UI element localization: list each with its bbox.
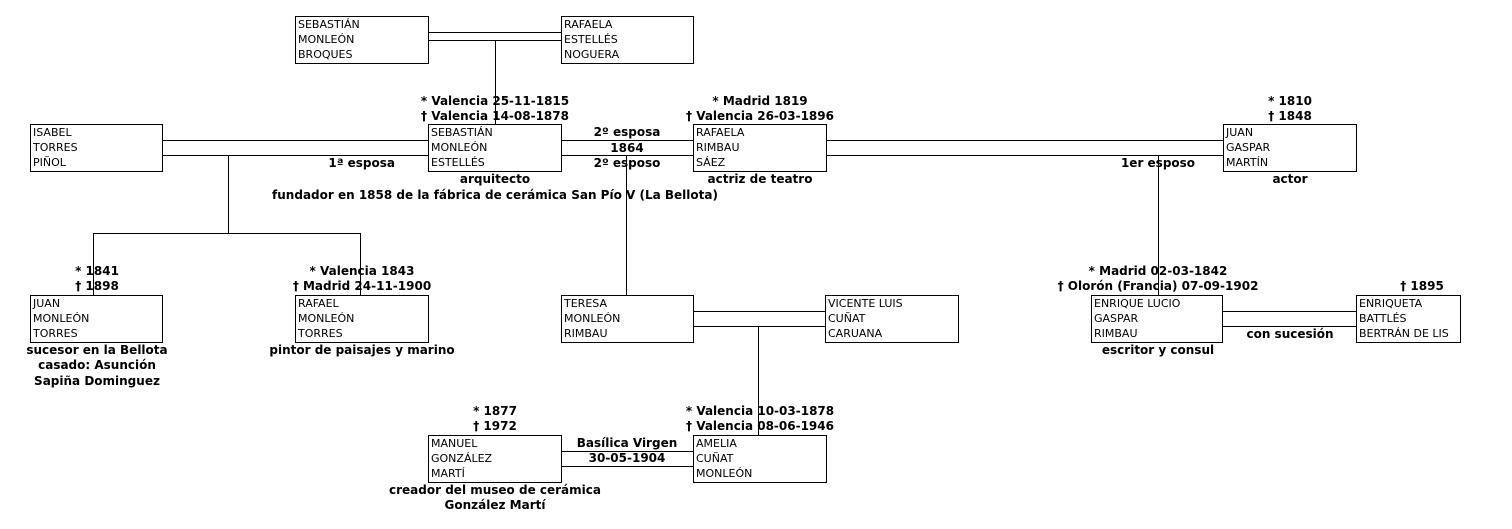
person-name: JUAN xyxy=(33,297,61,310)
person-name: ISABEL xyxy=(33,126,72,139)
person-juan-monleon-torres[interactable]: JUAN MONLEÓN TORRES xyxy=(30,295,163,343)
person-name: ESTELLÉS xyxy=(431,156,485,169)
marriage-place-label: Basílica Virgen xyxy=(576,436,678,450)
occupation-label: pintor de paisajes y marino xyxy=(269,343,455,357)
person-rafael-monleon-torres[interactable]: RAFAEL MONLEÓN TORRES xyxy=(295,295,429,343)
birth-label: * Madrid 1819 xyxy=(712,94,808,108)
person-name: MARTÍ xyxy=(431,467,465,480)
death-label: † Valencia 14-08-1878 xyxy=(421,109,569,123)
person-name: TERESA xyxy=(564,297,607,310)
death-label: † 1895 xyxy=(1400,279,1444,293)
person-juan-gaspar-martin[interactable]: JUAN GASPAR MARTÍN xyxy=(1223,124,1357,172)
person-name: RAFAELA xyxy=(564,18,613,31)
person-name: SÁEZ xyxy=(696,156,726,169)
note-label: creador del museo de cerámica xyxy=(389,483,601,497)
person-name: MONLEÓN xyxy=(696,467,753,480)
person-name: BATTLÉS xyxy=(1359,312,1407,325)
person-name: JUAN xyxy=(1226,126,1254,139)
person-name: RIMBAU xyxy=(696,141,740,154)
person-name: GONZÁLEZ xyxy=(431,452,493,465)
marriage-label: 2º esposo xyxy=(593,156,661,170)
person-name: BERTRÁN DE LIS xyxy=(1359,327,1449,340)
death-label: † Olorón (Francia) 07-09-1902 xyxy=(1057,279,1259,293)
marriage-label: 2º esposa xyxy=(593,125,661,139)
death-label: † Valencia 26-03-1896 xyxy=(686,109,834,123)
death-label: † 1972 xyxy=(473,419,517,433)
person-name: CUÑAT xyxy=(828,312,866,325)
person-name: GASPAR xyxy=(1094,312,1139,325)
death-label: † Valencia 08-06-1946 xyxy=(686,419,834,433)
person-name: TORRES xyxy=(298,327,343,340)
person-name: MANUEL xyxy=(431,437,478,450)
marriage-date-label: 1864 xyxy=(610,141,644,155)
person-enriqueta-battles-bertran[interactable]: ENRIQUETA BATTLÉS BERTRÁN DE LIS xyxy=(1356,295,1461,343)
note-label: Sapiña Dominguez xyxy=(34,374,160,388)
person-name: RIMBAU xyxy=(1094,327,1138,340)
birth-label: * Valencia 25-11-1815 xyxy=(420,94,570,108)
person-enrique-lucio-gaspar-rimbau[interactable]: ENRIQUE LUCIO GASPAR RIMBAU xyxy=(1091,295,1223,343)
note-label: fundador en 1858 de la fábrica de cerámi… xyxy=(272,188,718,202)
person-sebastian-monleon-estelles[interactable]: SEBASTIÁN MONLEÓN ESTELLÉS xyxy=(428,124,562,172)
marriage-label: 1ª esposa xyxy=(328,156,395,170)
person-name: NOGUERA xyxy=(564,48,620,61)
person-sebastian-monleon-broques[interactable]: SEBASTIÁN MONLEÓN BROQUES xyxy=(295,16,429,64)
birth-label: * 1841 xyxy=(75,264,119,278)
note-label: sucesor en la Bellota xyxy=(26,343,168,357)
person-manuel-gonzalez-marti[interactable]: MANUEL GONZÁLEZ MARTÍ xyxy=(428,435,562,483)
occupation-label: arquitecto xyxy=(459,172,531,186)
occupation-label: actor xyxy=(1272,172,1308,186)
person-name: GASPAR xyxy=(1226,141,1271,154)
person-name: TORRES xyxy=(33,141,78,154)
person-name: CARUANA xyxy=(828,327,883,340)
person-name: AMELIA xyxy=(696,437,737,450)
person-isabel-torres-pinol[interactable]: ISABEL TORRES PIÑOL xyxy=(30,124,163,172)
person-name: MONLEÓN xyxy=(564,312,621,325)
person-name: RIMBAU xyxy=(564,327,608,340)
note-label: casado: Asunción xyxy=(38,358,156,372)
birth-label: * Madrid 02-03-1842 xyxy=(1088,264,1228,278)
birth-label: * 1810 xyxy=(1268,94,1312,108)
death-label: † 1848 xyxy=(1268,109,1312,123)
person-name: MONLEÓN xyxy=(431,141,488,154)
occupation-label: escritor y consul xyxy=(1101,343,1215,357)
person-name: MARTÍN xyxy=(1226,156,1269,169)
person-name: ENRIQUE LUCIO xyxy=(1094,297,1181,310)
birth-label: * 1877 xyxy=(473,404,517,418)
person-name: PIÑOL xyxy=(33,156,66,169)
death-label: † Madrid 24-11-1900 xyxy=(292,279,432,293)
marriage-date-label: 30-05-1904 xyxy=(588,451,666,465)
person-name: SEBASTIÁN xyxy=(431,126,493,139)
person-vicente-luis-cunat-caruana[interactable]: VICENTE LUIS CUÑAT CARUANA xyxy=(825,295,959,343)
person-name: MONLEÓN xyxy=(298,312,355,325)
person-teresa-monleon-rimbau[interactable]: TERESA MONLEÓN RIMBAU xyxy=(561,295,694,343)
marriage-label: 1er esposo xyxy=(1120,156,1196,170)
person-name: RAFAELA xyxy=(696,126,745,139)
marriage-label: con sucesión xyxy=(1246,327,1334,341)
birth-label: * Valencia 10-03-1878 xyxy=(685,404,835,418)
person-rafaela-rimbau-saez[interactable]: RAFAELA RIMBAU SÁEZ xyxy=(693,124,827,172)
death-label: † 1898 xyxy=(75,279,119,293)
person-name: MONLEÓN xyxy=(298,33,355,46)
birth-label: * Valencia 1843 xyxy=(309,264,415,278)
person-name: ESTELLÉS xyxy=(564,33,618,46)
person-name: VICENTE LUIS xyxy=(828,297,903,310)
person-name: MONLEÓN xyxy=(33,312,90,325)
person-name: BROQUES xyxy=(298,48,353,61)
person-amelia-cunat-monleon[interactable]: AMELIA CUÑAT MONLEÓN xyxy=(693,435,827,483)
person-name: TORRES xyxy=(33,327,78,340)
person-name: CUÑAT xyxy=(696,452,734,465)
person-name: RAFAEL xyxy=(298,297,339,310)
person-name: SEBASTIÁN xyxy=(298,18,360,31)
note-label: González Martí xyxy=(444,498,546,512)
person-name: ENRIQUETA xyxy=(1359,297,1423,310)
occupation-label: actriz de teatro xyxy=(707,172,813,186)
person-rafaela-estelles-noguera[interactable]: RAFAELA ESTELLÉS NOGUERA xyxy=(561,16,694,64)
